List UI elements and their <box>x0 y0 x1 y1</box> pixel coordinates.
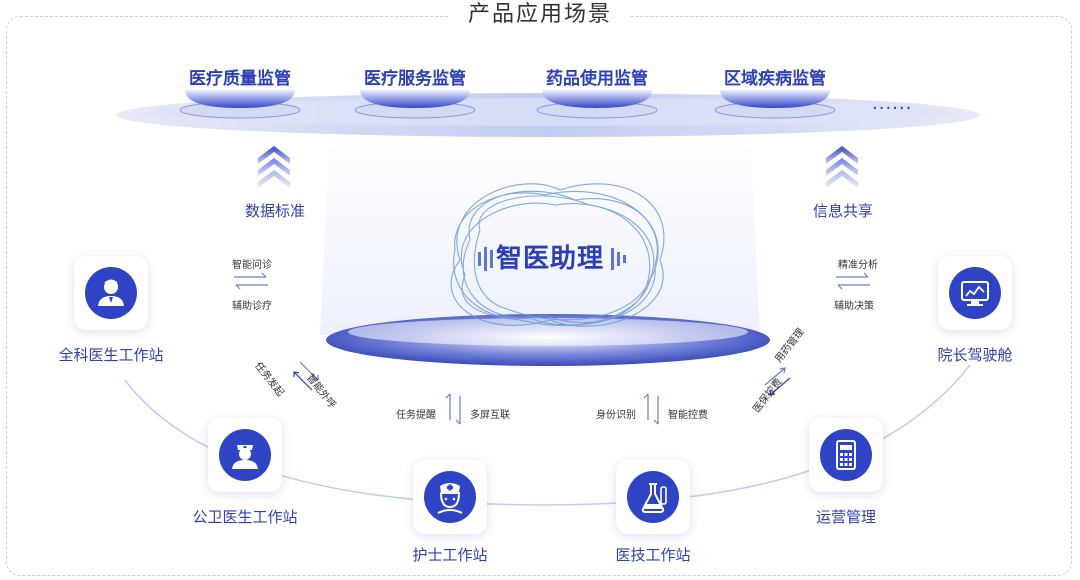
label-smart-consult: 智能问诊 <box>232 260 272 271</box>
center-title: 智医助理 <box>495 244 604 274</box>
label-cost-control: 智能控费 <box>668 410 708 421</box>
module-medical-service: 医疗服务监管 <box>364 69 466 89</box>
nurse-station-label: 护士工作站 <box>412 546 488 564</box>
module-drug-use: 药品使用监管 <box>546 69 648 89</box>
public-health-station-label: 公卫医生工作站 <box>192 508 298 526</box>
public-health-doctor-icon <box>219 429 271 481</box>
label-identity: 身份识别 <box>596 410 636 421</box>
monitor-icon <box>949 267 1001 319</box>
lab-flask-icon <box>627 471 679 523</box>
label-multiscreen: 多屏互联 <box>470 410 510 421</box>
doctor-icon <box>85 267 137 319</box>
flow-data-standard: 数据标准 <box>244 202 305 220</box>
more-indicator: ...... <box>872 93 913 114</box>
flow-info-sharing: 信息共享 <box>812 202 873 220</box>
tech-station-label: 医技工作站 <box>615 546 691 564</box>
dean-cockpit-label: 院长驾驶舱 <box>937 346 1013 364</box>
calculator-icon <box>820 429 872 481</box>
card-gp-station[interactable] <box>74 256 148 330</box>
gp-station-label: 全科医生工作站 <box>58 346 164 364</box>
module-regional-disease: 区域疾病监管 <box>724 69 826 89</box>
card-dean-cockpit[interactable] <box>938 256 1012 330</box>
card-tech-station[interactable] <box>616 460 690 534</box>
label-assist-diagnosis: 辅助诊疗 <box>232 301 272 312</box>
card-public-health-station[interactable] <box>208 418 282 492</box>
card-nurse-station[interactable] <box>413 460 487 534</box>
page-title: 产品应用场景 <box>450 0 630 30</box>
label-task-reminder: 任务提醒 <box>396 410 436 421</box>
label-precise-analysis: 精准分析 <box>838 260 878 271</box>
card-operations[interactable] <box>809 418 883 492</box>
operations-label: 运营管理 <box>815 508 876 526</box>
label-assist-decision: 辅助决策 <box>834 301 874 312</box>
nurse-icon <box>424 471 476 523</box>
module-medical-quality: 医疗质量监管 <box>189 69 291 89</box>
